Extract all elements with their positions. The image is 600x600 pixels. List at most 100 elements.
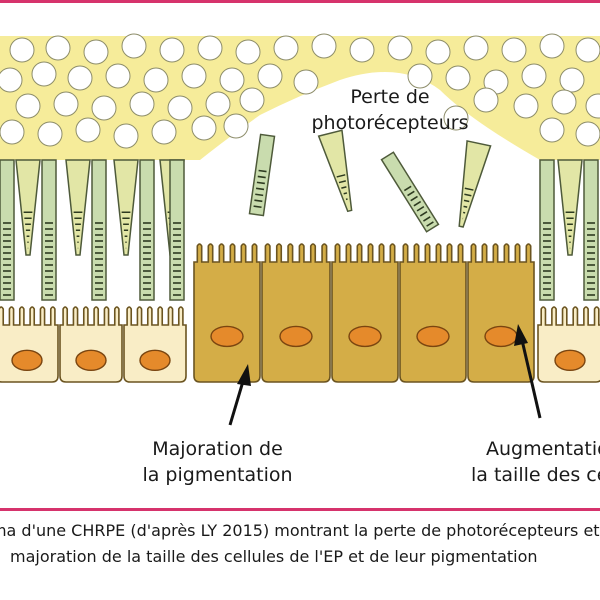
granule	[539, 33, 565, 59]
cell-nucleus	[554, 349, 586, 372]
rod-disc	[403, 185, 412, 192]
cell-nucleus	[484, 325, 518, 348]
granule	[273, 35, 299, 61]
photoreceptor-cone	[15, 159, 41, 256]
granule	[513, 93, 539, 119]
granule	[311, 33, 337, 59]
photoreceptor-rod	[91, 159, 107, 301]
cone-body	[113, 159, 139, 256]
photoreceptor-loss-label: Perte de photorécepteurs	[300, 84, 480, 136]
cone-body	[557, 159, 583, 256]
loss-label-line1: Perte de	[350, 86, 430, 108]
cone-body	[458, 140, 492, 228]
granule	[0, 119, 25, 145]
cell-body	[467, 243, 535, 383]
epithelium-cell	[59, 306, 123, 383]
granule	[67, 65, 93, 91]
photoreceptor-cone	[113, 159, 139, 256]
photoreceptor-cone	[317, 129, 353, 213]
granule	[75, 117, 101, 143]
top-border	[0, 0, 600, 3]
epithelium-cell	[0, 306, 59, 383]
granule	[143, 67, 169, 93]
granule	[151, 119, 177, 145]
cone-disc	[336, 174, 346, 178]
photoreceptor-rod	[41, 159, 57, 301]
pigment-label-line1: Majoration de	[152, 438, 283, 460]
granule	[293, 69, 319, 95]
cell-nucleus	[75, 349, 107, 372]
rod-body	[91, 159, 107, 301]
rod-body	[380, 151, 440, 233]
granule	[239, 87, 265, 113]
granule	[387, 35, 413, 61]
granule	[443, 105, 469, 131]
rod-body	[139, 159, 155, 301]
cell-body	[331, 243, 399, 383]
photoreceptors-right	[539, 159, 599, 301]
cell-nucleus	[210, 325, 244, 348]
granule	[91, 95, 117, 121]
cell-size-label: Augmentation de la taille des cellules	[466, 436, 600, 488]
epithelium-cell-layer	[0, 243, 600, 383]
detached-cone	[458, 140, 492, 228]
rod-body	[0, 159, 15, 301]
granule	[257, 63, 283, 89]
photoreceptor-rod	[248, 133, 276, 217]
granule	[551, 89, 577, 115]
granule	[105, 63, 131, 89]
rod-disc	[257, 175, 266, 179]
granule	[197, 35, 223, 61]
rod-disc	[423, 216, 431, 222]
rod-disc	[256, 181, 265, 185]
granule	[349, 37, 375, 63]
rod-disc	[410, 195, 418, 202]
cone-disc	[464, 193, 472, 197]
granule	[445, 65, 471, 91]
epithelium-cell	[399, 243, 467, 383]
cell-nucleus	[348, 325, 382, 348]
size-arrow	[514, 324, 542, 419]
rod-disc	[253, 205, 262, 209]
granule	[0, 67, 23, 93]
cell-nucleus	[11, 349, 43, 372]
detached-rod	[248, 133, 276, 217]
epithelium-cell	[537, 306, 600, 383]
granule	[425, 39, 451, 65]
granule	[15, 93, 41, 119]
granule	[559, 67, 585, 93]
photoreceptor-cone	[65, 159, 91, 256]
rod-body	[169, 159, 185, 301]
cell-body	[193, 243, 261, 383]
granule	[521, 63, 547, 89]
rod-disc	[254, 199, 263, 203]
cell-body	[59, 306, 123, 383]
granule	[539, 117, 565, 143]
granule	[473, 87, 499, 113]
granule	[129, 91, 155, 117]
granule	[167, 95, 193, 121]
cell-body	[123, 306, 187, 383]
granule	[575, 121, 600, 147]
figure-caption: Schéma d'une CHRPE (d'après LY 2015) mon…	[0, 518, 600, 570]
granule	[181, 63, 207, 89]
granule	[219, 67, 245, 93]
size-label-line1: Augmentation de	[486, 438, 600, 460]
granule	[191, 115, 217, 141]
pigmentation-arrow	[228, 364, 251, 426]
caption-line2: majoration de la taille des cellules de …	[10, 547, 538, 566]
rod-disc	[413, 200, 422, 207]
caption-border	[0, 508, 600, 511]
cone-disc	[464, 187, 474, 191]
epithelium-cell	[467, 243, 535, 383]
rod-disc	[426, 221, 434, 227]
granule	[585, 93, 600, 119]
rod-disc	[255, 187, 265, 191]
cone-disc	[343, 192, 348, 195]
pigment-label-line2: la pigmentation	[142, 464, 293, 486]
size-label-line2: la taille des cellules	[471, 464, 600, 486]
granule	[31, 61, 57, 87]
cell-nucleus	[416, 325, 450, 348]
photoreceptor-cone	[458, 140, 492, 228]
cone-disc	[463, 205, 468, 208]
